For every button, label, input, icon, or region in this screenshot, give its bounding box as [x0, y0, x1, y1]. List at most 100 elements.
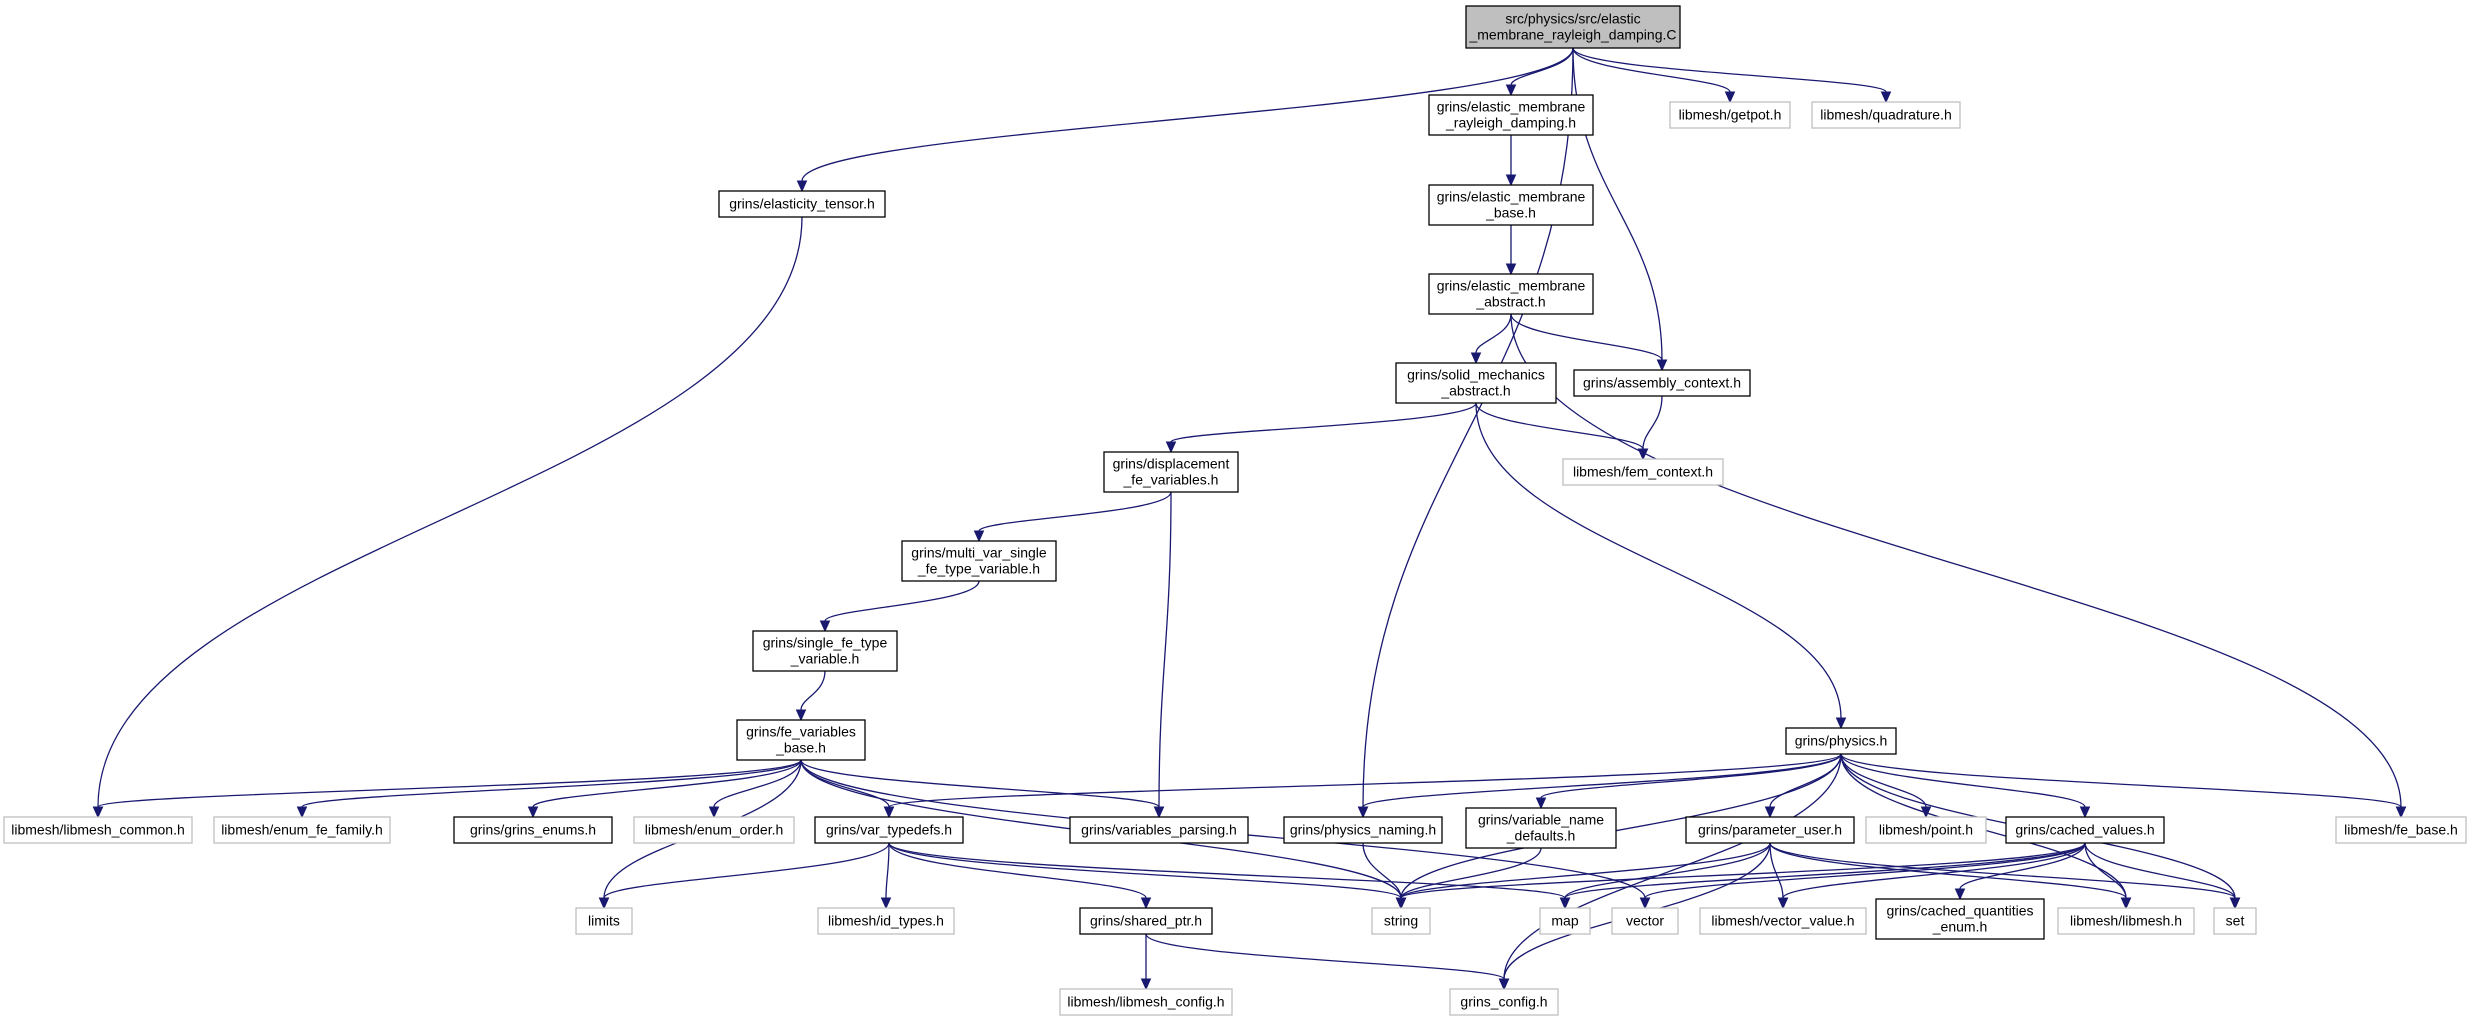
- edge-em_abstract-to-solid_mech: [1470, 313, 1512, 365]
- edge-cached_values-to-libmesh: [2084, 842, 2132, 910]
- edge-shared_ptr-to-libmesh_config: [1140, 933, 1152, 991]
- node-label-line: grins/displacement: [1113, 456, 1230, 472]
- edge-cached_values-to-map: [1559, 842, 2086, 910]
- node-fe-var-base[interactable]: grins/fe_variables_base.h: [736, 719, 866, 761]
- edge-fe_var_base-to-enum_order: [708, 759, 802, 819]
- edge-var_typedefs-to-map: [888, 842, 1571, 910]
- edge-physics-to-variable_name_defaults: [1535, 753, 1842, 810]
- node-elasticity-tensor[interactable]: grins/elasticity_tensor.h: [718, 190, 886, 218]
- node-label-line: _membrane_rayleigh_damping.C: [1468, 27, 1676, 43]
- node-label-line: libmesh/fem_context.h: [1573, 464, 1713, 480]
- edge-em_rayleigh-to-em_base: [1505, 135, 1517, 187]
- node-vector-value: libmesh/vector_value.h: [1699, 907, 1867, 935]
- edge-solid_mech-to-displacement: [1165, 402, 1477, 454]
- node-label-line: libmesh/enum_order.h: [645, 822, 784, 838]
- node-label-line: grins/multi_var_single: [911, 545, 1047, 561]
- edge-shared_ptr-to-grins_config: [1145, 933, 1510, 991]
- node-label-line: grins/elastic_membrane: [1437, 189, 1586, 205]
- edge-root-to-getpot: [1572, 47, 1736, 104]
- edge-assembly_ctx-to-fem_context: [1637, 395, 1663, 461]
- node-vector: vector: [1611, 907, 1679, 935]
- node-libmesh-common: libmesh/libmesh_common.h: [3, 816, 193, 844]
- node-label-line: libmesh/libmesh_common.h: [11, 822, 185, 838]
- node-libmesh: libmesh/libmesh.h: [2057, 907, 2195, 935]
- edge-parameter_user-to-map: [1559, 842, 1771, 910]
- node-label-line: libmesh/fe_base.h: [2344, 822, 2458, 838]
- node-label-line: libmesh/libmesh_config.h: [1067, 994, 1224, 1010]
- edge-cached_values-to-vector: [1639, 842, 2086, 910]
- node-id-types: libmesh/id_types.h: [817, 907, 955, 935]
- node-label-line: grins/physics.h: [1795, 733, 1888, 749]
- node-label-line: limits: [588, 913, 620, 929]
- edge-parameter_user-to-libmesh: [1769, 842, 2132, 910]
- node-label-line: _fe_variables.h: [1123, 472, 1219, 488]
- node-displacement[interactable]: grins/displacement_fe_variables.h: [1103, 451, 1239, 493]
- node-label-line: grins/fe_variables: [746, 724, 856, 740]
- node-label-line: grins/cached_quantities: [1886, 903, 2033, 919]
- node-label-line: grins/physics_naming.h: [1290, 822, 1436, 838]
- nodes-layer: src/physics/src/elastic_membrane_rayleig…: [3, 5, 2467, 1016]
- edge-em_base-to-em_abstract: [1505, 225, 1517, 276]
- node-label-line: libmesh/libmesh.h: [2070, 913, 2182, 929]
- node-parameter-user[interactable]: grins/parameter_user.h: [1685, 816, 1855, 844]
- node-map: map: [1539, 907, 1591, 935]
- node-cached-values[interactable]: grins/cached_values.h: [2005, 816, 2165, 844]
- edge-var_typedefs-to-shared_ptr: [888, 842, 1152, 910]
- node-em-base[interactable]: grins/elastic_membrane_base.h: [1428, 184, 1594, 226]
- node-enum-order: libmesh/enum_order.h: [633, 816, 795, 844]
- node-label-line: _abstract.h: [1440, 383, 1510, 399]
- node-single-fe[interactable]: grins/single_fe_type_variable.h: [752, 630, 898, 672]
- edge-fe_var_base-to-variables_parsing: [800, 759, 1165, 819]
- node-quadrature: libmesh/quadrature.h: [1811, 101, 1961, 129]
- edge-fe_var_base-to-libmesh_common: [92, 759, 802, 819]
- node-label-line: grins/variable_name: [1478, 812, 1604, 828]
- edge-cached_values-to-cached_quantities: [1954, 842, 2086, 901]
- node-label-line: _base.h: [1485, 205, 1536, 221]
- node-label-line: grins/cached_values.h: [2015, 822, 2154, 838]
- node-label-line: grins/solid_mechanics: [1407, 367, 1545, 383]
- node-label-line: libmesh/enum_fe_family.h: [221, 822, 383, 838]
- node-solid-mech[interactable]: grins/solid_mechanics_abstract.h: [1395, 362, 1557, 404]
- node-libmesh-config: libmesh/libmesh_config.h: [1059, 988, 1233, 1016]
- node-em-abstract[interactable]: grins/elastic_membrane_abstract.h: [1428, 273, 1594, 315]
- node-assembly-ctx[interactable]: grins/assembly_context.h: [1573, 369, 1751, 397]
- node-variables-parsing[interactable]: grins/variables_parsing.h: [1069, 816, 1249, 844]
- node-label-line: grins_config.h: [1460, 994, 1547, 1010]
- node-label-line: grins/elasticity_tensor.h: [729, 196, 875, 212]
- node-label-line: src/physics/src/elastic: [1505, 11, 1640, 27]
- node-variable-name-defaults[interactable]: grins/variable_name_defaults.h: [1465, 807, 1617, 849]
- edge-elasticity_tensor-to-libmesh_common: [92, 216, 803, 819]
- node-var-typedefs[interactable]: grins/var_typedefs.h: [814, 816, 964, 844]
- edges-layer: [92, 47, 2407, 991]
- node-label-line: libmesh/id_types.h: [828, 913, 944, 929]
- edge-displacement-to-variables_parsing: [1153, 491, 1172, 819]
- edge-physics-to-physics_naming: [1357, 753, 1842, 819]
- edge-root-to-physics_naming: [1357, 47, 1574, 819]
- node-point: libmesh/point.h: [1865, 816, 1987, 844]
- node-physics-naming[interactable]: grins/physics_naming.h: [1283, 816, 1443, 844]
- node-cached-quantities[interactable]: grins/cached_quantities_enum.h: [1875, 898, 2045, 940]
- node-label-line: map: [1551, 913, 1578, 929]
- node-label-line: _fe_type_variable.h: [917, 561, 1040, 577]
- node-grins-enums[interactable]: grins/grins_enums.h: [453, 816, 613, 844]
- node-enum-fe-family: libmesh/enum_fe_family.h: [213, 816, 391, 844]
- node-limits: limits: [575, 907, 633, 935]
- edge-physics-to-point: [1840, 753, 1932, 819]
- node-physics[interactable]: grins/physics.h: [1785, 727, 1897, 755]
- node-label-line: libmesh/point.h: [1879, 822, 1973, 838]
- edge-cached_values-to-set: [2084, 842, 2241, 910]
- node-label-line: _rayleigh_damping.h: [1445, 115, 1576, 131]
- edge-cached_values-to-vector_value: [1777, 842, 2086, 910]
- node-root[interactable]: src/physics/src/elastic_membrane_rayleig…: [1465, 5, 1681, 49]
- node-label-line: grins/assembly_context.h: [1583, 375, 1741, 391]
- node-shared-ptr[interactable]: grins/shared_ptr.h: [1079, 907, 1213, 935]
- node-em-rayleigh[interactable]: grins/elastic_membrane_rayleigh_damping.…: [1428, 94, 1594, 136]
- node-label-line: grins/parameter_user.h: [1698, 822, 1842, 838]
- node-label-line: _defaults.h: [1506, 828, 1576, 844]
- node-label-line: _variable.h: [790, 651, 860, 667]
- node-multi-var[interactable]: grins/multi_var_single_fe_type_variable.…: [901, 540, 1057, 582]
- node-string: string: [1371, 907, 1431, 935]
- edge-multi_var-to-single_fe: [819, 580, 980, 633]
- edge-root-to-elasticity_tensor: [796, 47, 1574, 193]
- node-label-line: libmesh/quadrature.h: [1820, 107, 1952, 123]
